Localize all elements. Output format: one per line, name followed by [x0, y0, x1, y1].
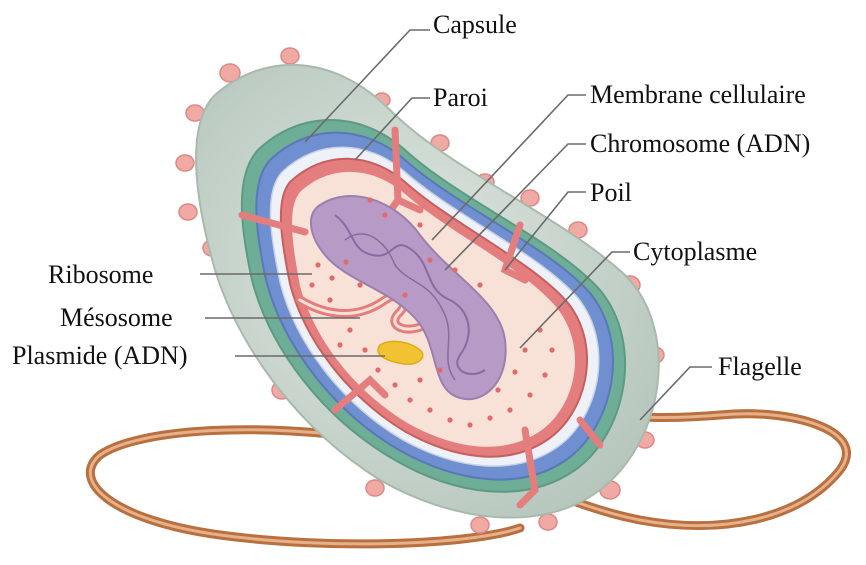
label-mesosome: Mésosome	[60, 305, 173, 331]
label-flagelle: Flagelle	[718, 354, 802, 380]
label-cytoplasme: Cytoplasme	[633, 239, 757, 265]
label-ribosome: Ribosome	[48, 262, 153, 288]
label-paroi: Paroi	[433, 85, 488, 111]
label-chromosome: Chromosome (ADN)	[590, 131, 810, 157]
label-membrane: Membrane cellulaire	[590, 82, 806, 108]
label-poil: Poil	[590, 180, 632, 206]
label-capsule: Capsule	[433, 12, 517, 38]
label-plasmide: Plasmide (ADN)	[12, 343, 187, 369]
